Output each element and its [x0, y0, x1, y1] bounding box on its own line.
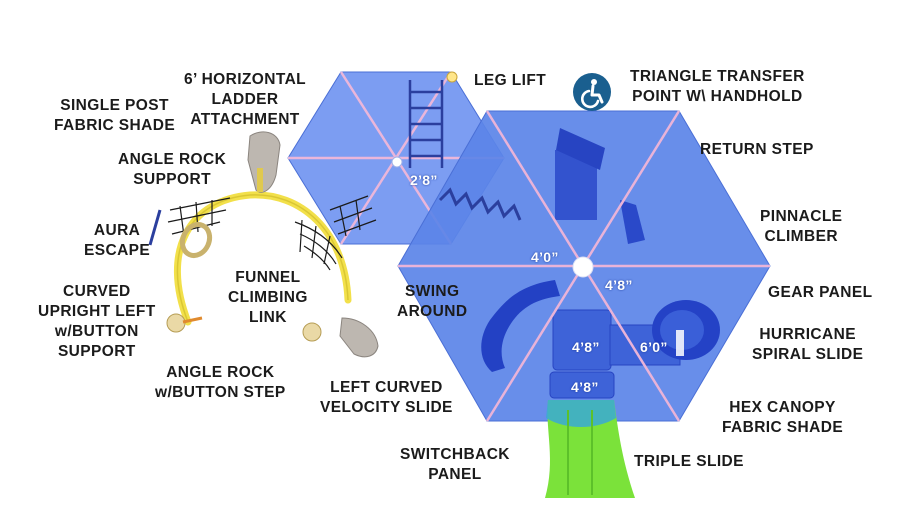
label-return-step: RETURN STEP [700, 141, 814, 158]
swing-around-slide [481, 280, 560, 372]
wheelchair-accessible-icon [573, 73, 611, 111]
hex-canopy-fabric-shade [397, 110, 771, 422]
label-gear-panel: GEAR PANEL [768, 284, 873, 301]
hurricane-spiral-slide [652, 300, 720, 360]
funnel-climbing-link [294, 219, 343, 271]
dim-hex-left: 4’0” [531, 249, 559, 265]
dim-small-shade: 2’8” [410, 172, 438, 188]
angle-rock-support [247, 131, 281, 193]
pinnacle-climber [620, 200, 645, 244]
angle-rock-button-step [302, 317, 379, 358]
dim-deck-side: 6’0” [640, 339, 668, 355]
aura-escape [148, 197, 231, 259]
dim-hex-right: 4’8” [605, 277, 633, 293]
leg-lift-marker [446, 71, 458, 83]
label-leg-lift: LEG LIFT [474, 72, 547, 89]
dim-deck-bottom: 4’8” [571, 379, 599, 395]
dim-deck-lower: 4’8” [572, 339, 600, 355]
triple-slide [545, 400, 635, 498]
swing-spring [438, 187, 522, 221]
horizontal-ladder [408, 80, 444, 168]
shade-net [329, 195, 377, 237]
button-support-left [166, 313, 186, 333]
label-triple-slide: TRIPLE SLIDE [634, 453, 744, 470]
curved-upright-arch [166, 191, 352, 333]
